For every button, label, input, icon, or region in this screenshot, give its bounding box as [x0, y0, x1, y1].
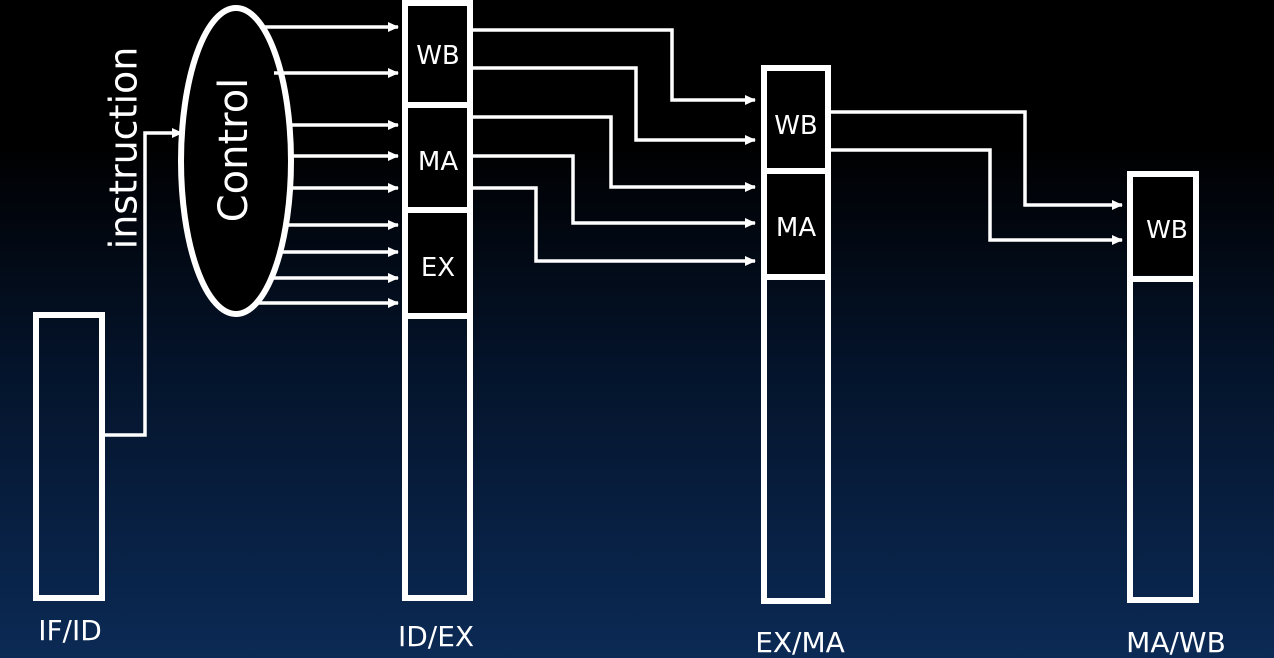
ma-wb-wb-fill [1130, 176, 1196, 275]
ex-ma-box [761, 65, 831, 604]
id-ex-label: ID/EX [398, 620, 474, 653]
control-label: Control [211, 78, 257, 223]
if-id-register: IF/ID [33, 312, 105, 647]
ex-ma-field-wb: WB [774, 111, 818, 141]
id-ex-field-ex: EX [421, 253, 455, 283]
wb-final-wire-1 [828, 110, 1123, 210]
ex-ma-label: EX/MA [755, 626, 845, 658]
ex-ma-register: WB MA EX/MA [755, 65, 845, 658]
ex-ma-field-ma: MA [776, 213, 816, 243]
ex-ma-wb-fill [764, 70, 828, 168]
wb-forward-wire-1 [470, 28, 756, 105]
ma-forward-wire-1 [470, 115, 756, 192]
id-ex-ex-fill [405, 212, 470, 314]
id-ex-register: WB MA EX ID/EX [398, 0, 474, 653]
id-ex-to-ex-ma-wires [470, 28, 756, 266]
ex-ma-to-ma-wb-wires [828, 110, 1123, 245]
control-unit: Control [178, 5, 294, 317]
ma-wb-label: MA/WB [1126, 626, 1226, 658]
id-ex-ma-fill [405, 108, 470, 210]
wb-forward-wire-2 [470, 66, 756, 145]
instruction-label: instruction [102, 47, 146, 250]
id-ex-field-ma: MA [418, 147, 458, 177]
ma-forward-wire-2 [470, 154, 756, 228]
ex-ma-ma-fill [764, 174, 828, 274]
ma-forward-wire-3 [470, 186, 756, 266]
ma-wb-box [1127, 171, 1199, 603]
control-ellipse [178, 5, 294, 317]
ma-wb-field-wb: WB [1146, 215, 1188, 244]
control-output-wires [258, 22, 399, 308]
instruction-wire [102, 128, 183, 437]
id-ex-box [402, 0, 473, 601]
if-id-box [33, 312, 105, 601]
id-ex-wb-fill [405, 5, 470, 102]
if-id-label: IF/ID [38, 614, 102, 647]
ma-wb-register: WB MA/WB [1126, 171, 1226, 658]
id-ex-field-wb: WB [416, 41, 460, 71]
wb-final-wire-2 [828, 148, 1123, 245]
